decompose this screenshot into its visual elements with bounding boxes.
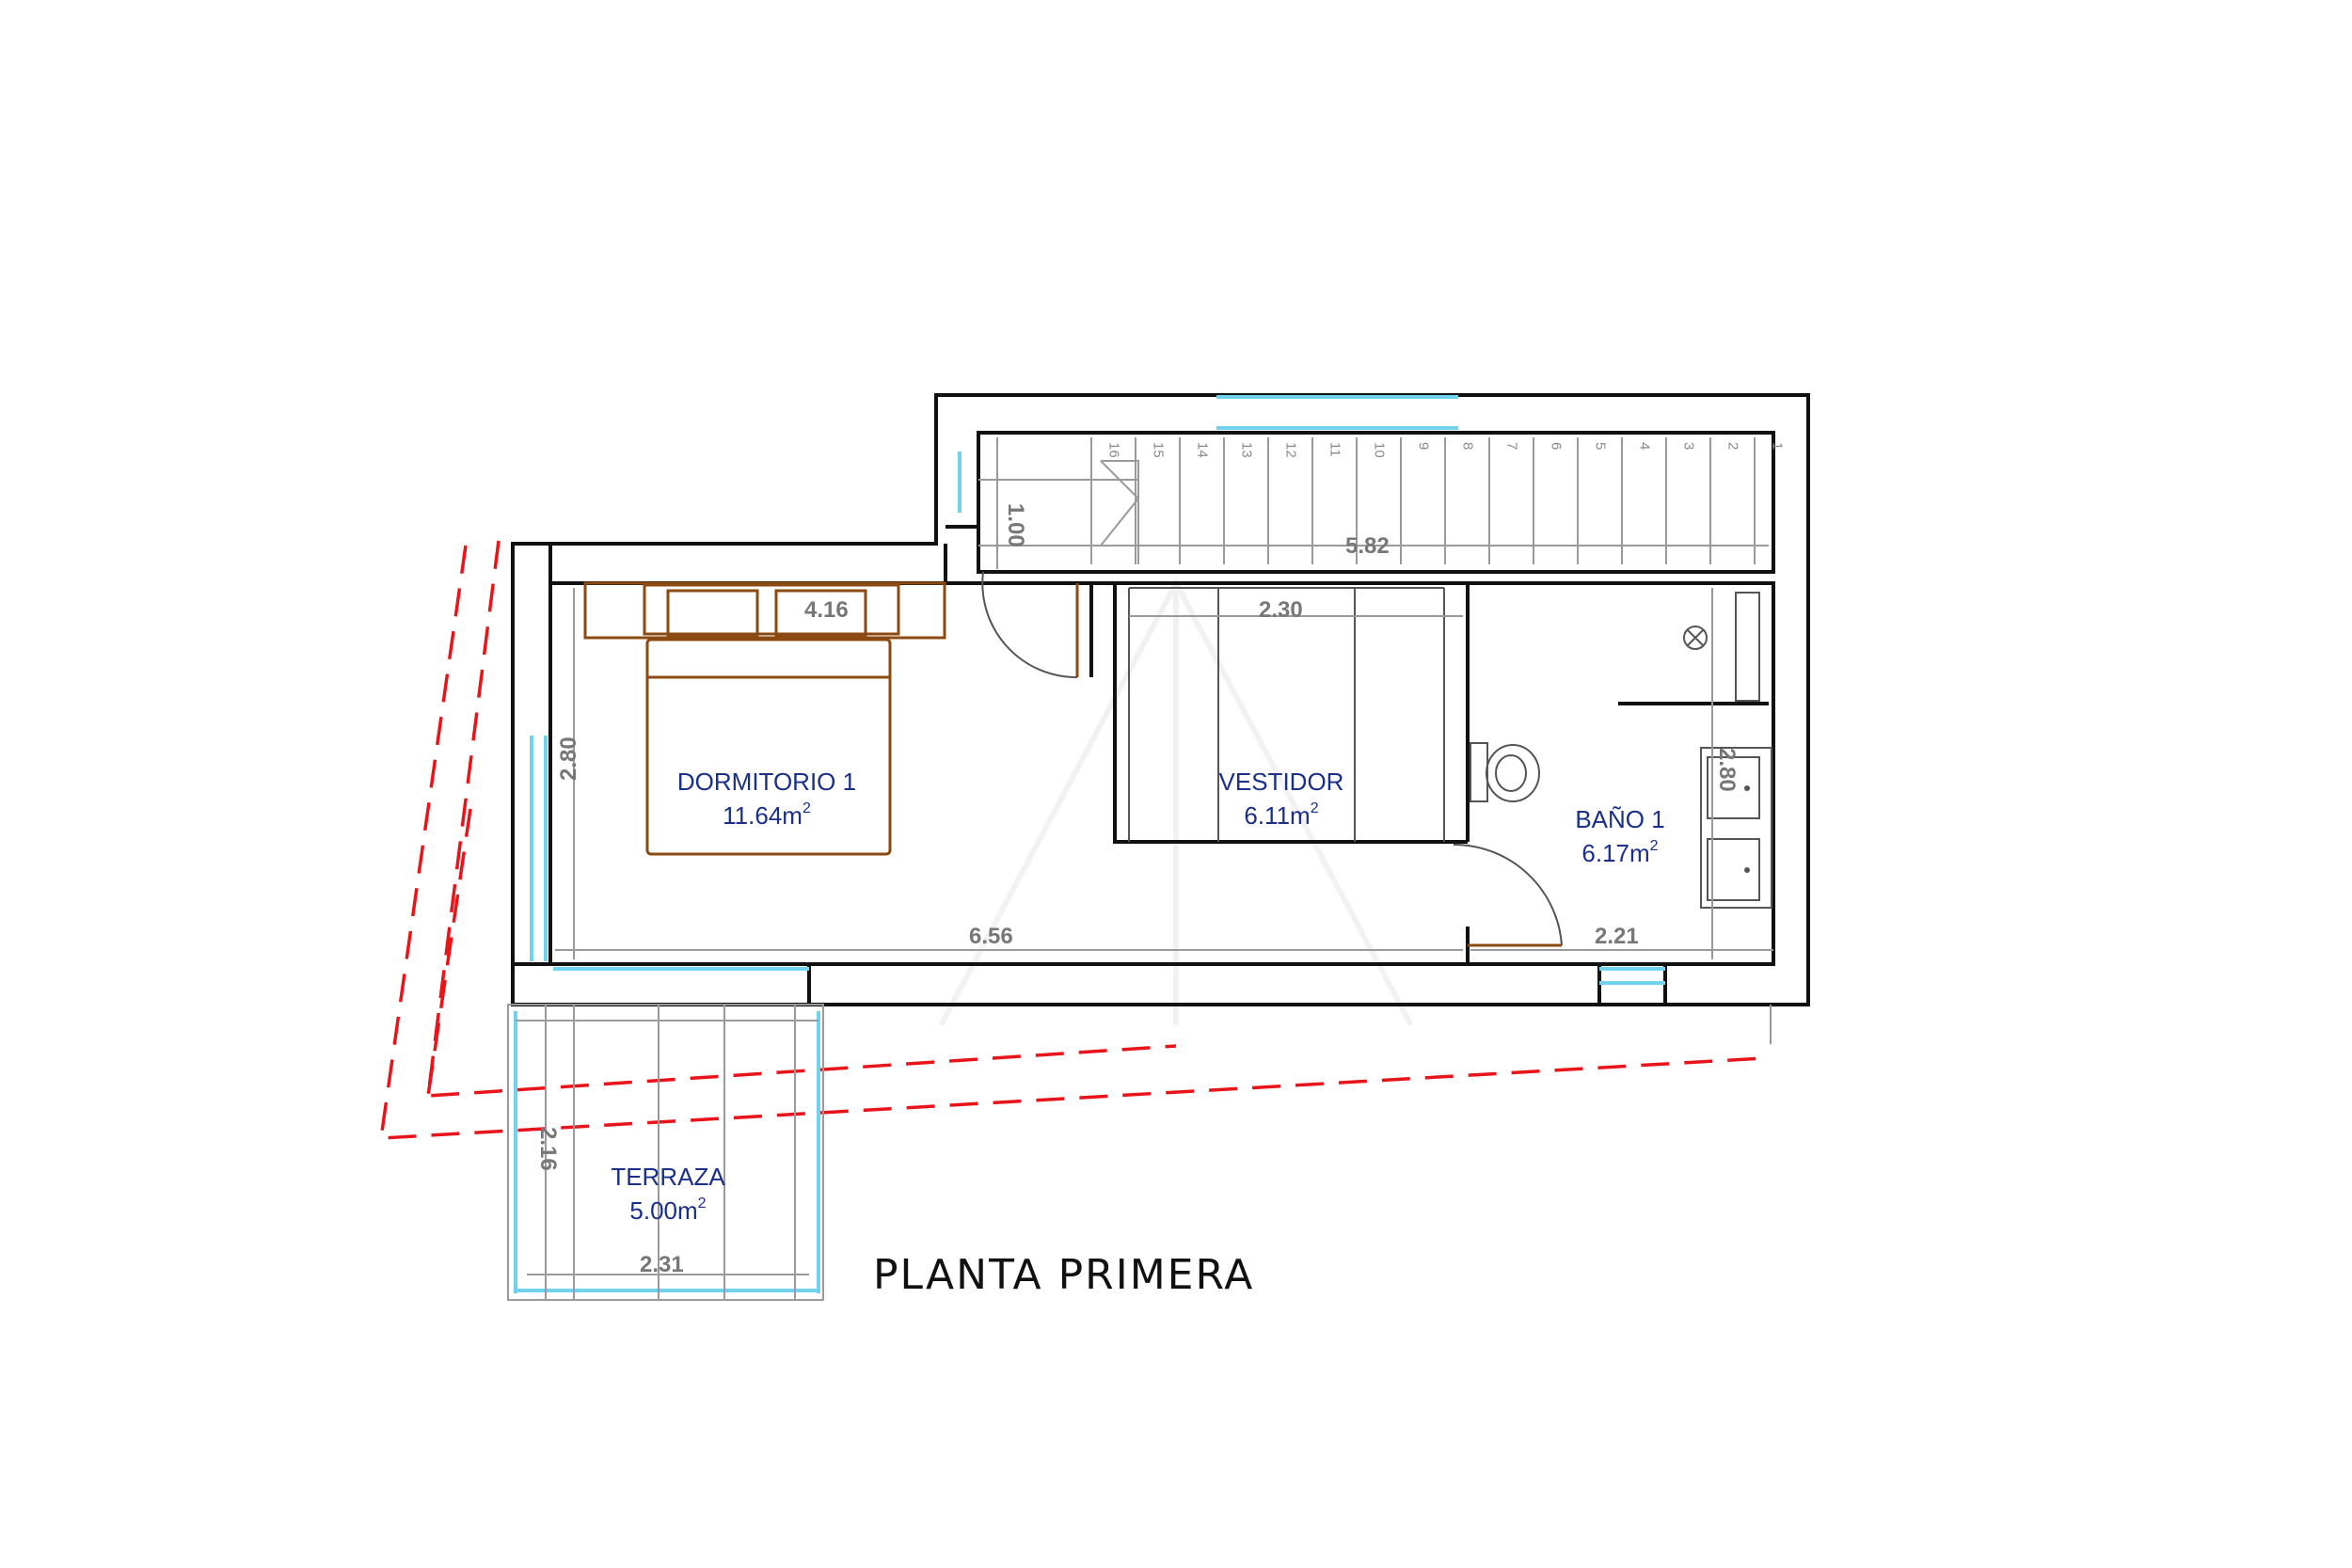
- stair-step-number: 7: [1504, 442, 1520, 450]
- stair-step-number: 15: [1151, 442, 1167, 458]
- exterior-walls: [511, 393, 1810, 1006]
- stair-step-number: 10: [1372, 442, 1388, 458]
- bedroom-furniture: [583, 581, 946, 856]
- stair-step-number: 11: [1327, 442, 1343, 457]
- stair-step-number: 2: [1725, 442, 1741, 450]
- dimension-stair-width: 1.00: [1003, 503, 1028, 547]
- room-bano-area: 6.17m2: [1581, 838, 1658, 867]
- stair-step-number: 8: [1460, 442, 1476, 450]
- plan-title: PLANTA PRIMERA: [873, 1251, 1254, 1299]
- door-swing-stair: [981, 571, 1078, 679]
- watermark-logo: [938, 577, 1414, 1027]
- terraza-outline: [507, 1004, 824, 1301]
- room-vestidor-area: 6.11m2: [1244, 800, 1318, 830]
- stair-step-number: 12: [1283, 442, 1299, 458]
- dimension-stair-length: 5.82: [1345, 533, 1390, 559]
- stair-step-number: 1: [1770, 442, 1786, 450]
- dimension-terraza-width: 2.31: [640, 1252, 684, 1277]
- room-dormitorio-name: DORMITORIO 1: [677, 768, 856, 796]
- dimension-bano-width: 2.21: [1595, 924, 1639, 949]
- stair-step-number: 3: [1681, 442, 1697, 450]
- dimension-total-length: 6.56: [969, 924, 1013, 949]
- stair-step-number: 16: [1106, 442, 1122, 458]
- stair-step-number: 9: [1416, 442, 1432, 450]
- toilet-icon: [1470, 742, 1540, 802]
- stair-step-number: 13: [1239, 442, 1255, 458]
- dimension-terraza-depth: 2.16: [535, 1127, 561, 1171]
- stair-step-number: 6: [1549, 442, 1565, 450]
- vestidor-furniture: [1128, 587, 1445, 842]
- room-terraza-area: 5.00m2: [629, 1196, 706, 1225]
- windows: [514, 395, 1665, 1293]
- stair-step-number: 4: [1637, 442, 1653, 450]
- double-sink-icon: [1700, 747, 1772, 909]
- wardrobe-headboard: [583, 581, 946, 640]
- doors: [981, 571, 1563, 947]
- stair-step-number: 5: [1593, 442, 1609, 450]
- dimension-vestidor-width: 2.30: [1259, 597, 1303, 623]
- dimension-bano-depth: 2.80: [1714, 748, 1740, 792]
- room-bano-name: BAÑO 1: [1575, 805, 1664, 833]
- staircase: 16 15 14 13 12 11 10 9 8 7 6 5 4 3 2 1: [978, 437, 1786, 564]
- room-terraza-name: TERRAZA: [611, 1163, 725, 1191]
- room-vestidor-name: VESTIDOR: [1219, 768, 1344, 796]
- stair-step-number: 14: [1195, 442, 1211, 458]
- double-bed: [645, 638, 892, 856]
- bathroom-fixtures: [1470, 592, 1772, 909]
- shower-drain-icon: [1683, 626, 1708, 650]
- dimension-headboard: 4.16: [804, 597, 849, 623]
- roof-outline: [378, 540, 1765, 1140]
- dimension-dormitorio-depth: 2.80: [556, 736, 581, 781]
- room-dormitorio-area: 11.64m2: [723, 800, 811, 830]
- dimension-lines: [516, 437, 1773, 1275]
- door-swing-bano: [1453, 843, 1563, 946]
